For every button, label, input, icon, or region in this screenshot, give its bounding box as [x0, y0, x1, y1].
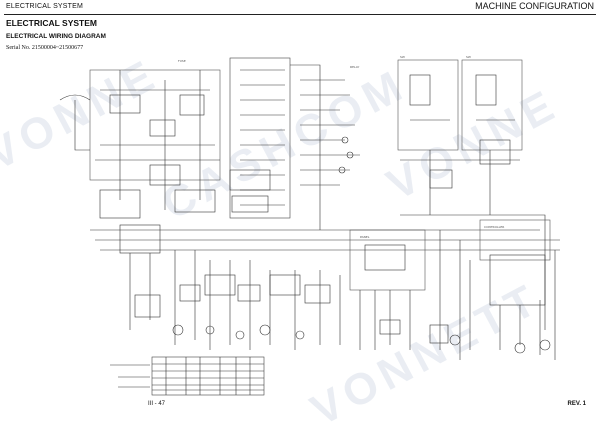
header-chapter-label: MACHINE CONFIGURATION: [475, 1, 594, 11]
serial-number: Serial No. 21500004~21500677: [6, 45, 84, 51]
svg-text:SW: SW: [466, 55, 471, 59]
page-number: III - 47: [148, 401, 166, 407]
svg-text:CONTROLLER: CONTROLLER: [484, 225, 504, 229]
wiring-diagram: FUSE RELAY SW SW PANEL CONTROLLER: [59, 55, 560, 396]
svg-text:SW: SW: [400, 55, 405, 59]
header-section-label: ELECTRICAL SYSTEM: [6, 3, 84, 10]
page-title: ELECTRICAL SYSTEM: [6, 18, 97, 28]
svg-text:RELAY: RELAY: [350, 65, 360, 69]
svg-text:FUSE: FUSE: [178, 59, 186, 63]
svg-text:PANEL: PANEL: [360, 235, 370, 239]
header-rule: [4, 14, 596, 15]
revision-label: REV. 1: [567, 401, 586, 407]
page-subtitle: ELECTRICAL WIRING DIAGRAM: [6, 33, 106, 40]
